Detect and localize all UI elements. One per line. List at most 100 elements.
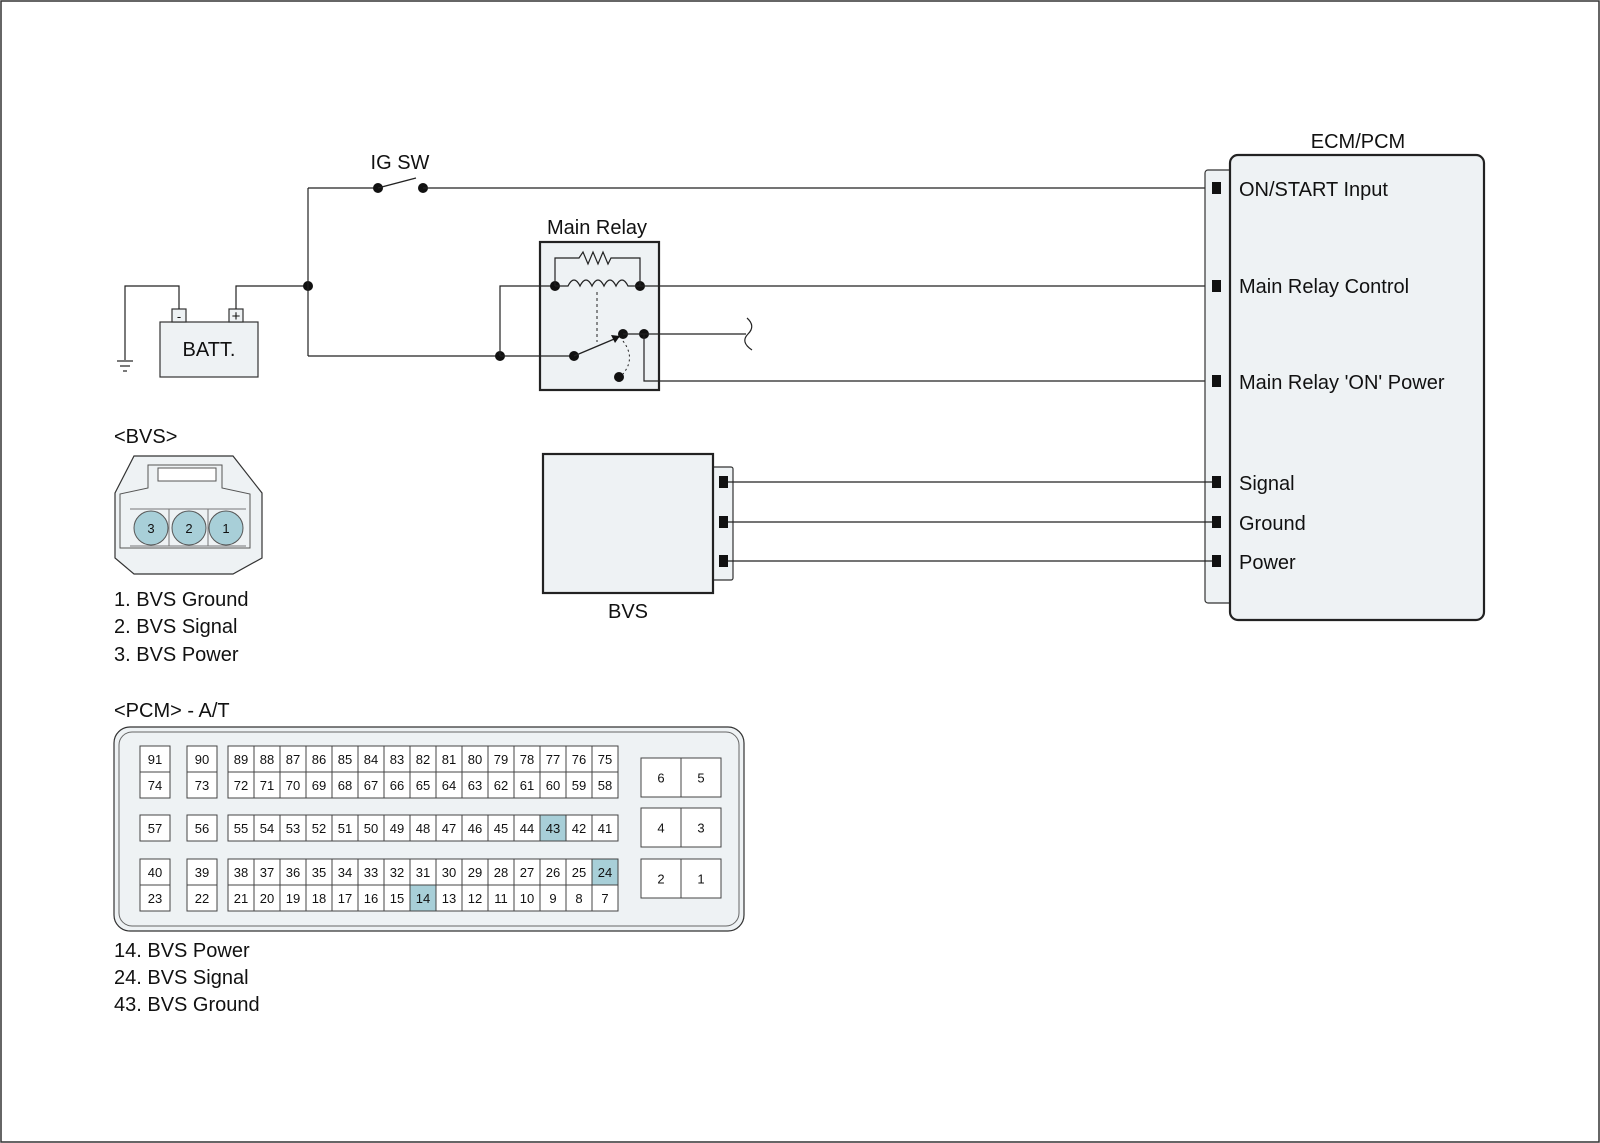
pcm-pin-85: 85: [338, 752, 352, 767]
pcm-pin-66: 66: [390, 778, 404, 793]
pcm-pin-cell: [513, 814, 541, 842]
pcm-pin-cell: [253, 858, 281, 886]
pcm-pin-17: 17: [338, 891, 352, 906]
pcm-pin-7: 7: [601, 891, 608, 906]
ecm-pin-signal: Signal: [1239, 473, 1295, 495]
pcm-pin-cell: [539, 771, 567, 799]
pcm-pin-27: 27: [520, 865, 534, 880]
pcm-pin-cell: [383, 814, 411, 842]
pcm-pin-48: 48: [416, 821, 430, 836]
pcm-pin-91: 91: [148, 752, 162, 767]
pcm-pin-25: 25: [572, 865, 586, 880]
pcm-pin-30: 30: [442, 865, 456, 880]
pcm-pin-cell: [409, 745, 437, 773]
pcm-pin-cell: [539, 858, 567, 886]
pcm-pin-55: 55: [234, 821, 248, 836]
pcm-pin-cell: [253, 884, 281, 912]
pcm-pin-37: 37: [260, 865, 274, 880]
pcm-pin-cell: [227, 884, 255, 912]
pcm-pin-39: 39: [195, 865, 209, 880]
pcm-pin-16: 16: [364, 891, 378, 906]
pcm-pin-cell: [539, 814, 567, 842]
bvs-terminal: [719, 516, 728, 528]
bvs-pin-2: 2: [185, 521, 192, 536]
pcm-pin-10: 10: [520, 891, 534, 906]
pcm-pin-45: 45: [494, 821, 508, 836]
main-relay-on-power-wire: [643, 334, 1212, 382]
pcm-pin-12: 12: [468, 891, 482, 906]
pcm-legend-14: 14. BVS Power: [114, 940, 250, 962]
pcm-pin-73: 73: [195, 778, 209, 793]
pcm-pin-cell: [305, 858, 333, 886]
pcm-pin-50: 50: [364, 821, 378, 836]
ecm-pin-on-start-input: ON/START Input: [1239, 179, 1388, 201]
pcm-pin-86: 86: [312, 752, 326, 767]
bvs-legend-1: 1. BVS Ground: [114, 589, 249, 611]
battery-ground-wire: [124, 285, 180, 360]
pcm-pin-11: 11: [494, 891, 508, 906]
pcm-pin-29: 29: [468, 865, 482, 880]
pcm-pin-90: 90: [195, 752, 209, 767]
pcm-pin-47: 47: [442, 821, 456, 836]
bvs-label: BVS: [608, 601, 648, 623]
pcm-pin-5: 5: [697, 771, 704, 786]
pcm-pin-67: 67: [364, 778, 378, 793]
pcm-pin-20: 20: [260, 891, 274, 906]
main-relay-box: [538, 240, 661, 392]
bvs-connector-title: <BVS>: [114, 426, 177, 448]
pcm-pin-23: 23: [148, 891, 162, 906]
pcm-pin-cell: [331, 771, 359, 799]
ecm-terminal: [1212, 375, 1221, 387]
pcm-pin-26: 26: [546, 865, 560, 880]
pcm-connector-inner: [118, 731, 740, 927]
pcm-pin-cell: [539, 884, 567, 912]
pcm-pin-cell: [383, 884, 411, 912]
pcm-pin-65: 65: [416, 778, 430, 793]
pcm-pin-cell: [461, 771, 489, 799]
pcm-pin-cell: [186, 884, 218, 912]
wire-break-icon: [744, 317, 753, 351]
bvs-pin-3: 3: [147, 521, 154, 536]
pcm-pin-4: 4: [657, 821, 664, 836]
pcm-pin-63: 63: [468, 778, 482, 793]
pcm-pin-62: 62: [494, 778, 508, 793]
pcm-pin-cell: [435, 771, 463, 799]
relay-switch-blade: [573, 336, 620, 357]
pcm-pin-57: 57: [148, 821, 162, 836]
pcm-pin-64: 64: [442, 778, 456, 793]
pcm-pin-75: 75: [598, 752, 612, 767]
battery-positive-wire: [235, 285, 308, 309]
relay-coil-icon: [555, 279, 640, 288]
pcm-pin-6: 6: [657, 771, 664, 786]
pcm-pin-3: 3: [697, 821, 704, 836]
pcm-pin-13: 13: [442, 891, 456, 906]
pcm-pin-cell: [513, 858, 541, 886]
battery-neg-label: -: [177, 309, 181, 324]
pcm-legend-43: 43. BVS Ground: [114, 994, 260, 1016]
pcm-pin-cell: [279, 884, 307, 912]
pcm-pin-61: 61: [520, 778, 534, 793]
pcm-pin-21: 21: [234, 891, 248, 906]
pcm-pin-77: 77: [546, 752, 560, 767]
pcm-pin-cell: [186, 771, 218, 799]
pcm-pin-89: 89: [234, 752, 248, 767]
pcm-pin-74: 74: [148, 778, 162, 793]
pcm-pin-87: 87: [286, 752, 300, 767]
ecm-terminal: [1212, 182, 1221, 194]
pcm-pin-9: 9: [549, 891, 556, 906]
relay-resistor-icon: [554, 250, 641, 286]
ecm-terminal: [1212, 516, 1221, 528]
ecm-terminal: [1212, 280, 1221, 292]
pcm-pin-cell: [305, 771, 333, 799]
pcm-pin-2: 2: [657, 872, 664, 887]
pcm-pin-34: 34: [338, 865, 352, 880]
pcm-pin-33: 33: [364, 865, 378, 880]
pcm-pin-cell: [139, 771, 171, 799]
pcm-pin-44: 44: [520, 821, 534, 836]
pcm-pin-cell: [487, 771, 515, 799]
bvs-terminal: [719, 476, 728, 488]
pcm-pin-42: 42: [572, 821, 586, 836]
ig-sw-label: IG SW: [371, 152, 430, 174]
pcm-pin-80: 80: [468, 752, 482, 767]
